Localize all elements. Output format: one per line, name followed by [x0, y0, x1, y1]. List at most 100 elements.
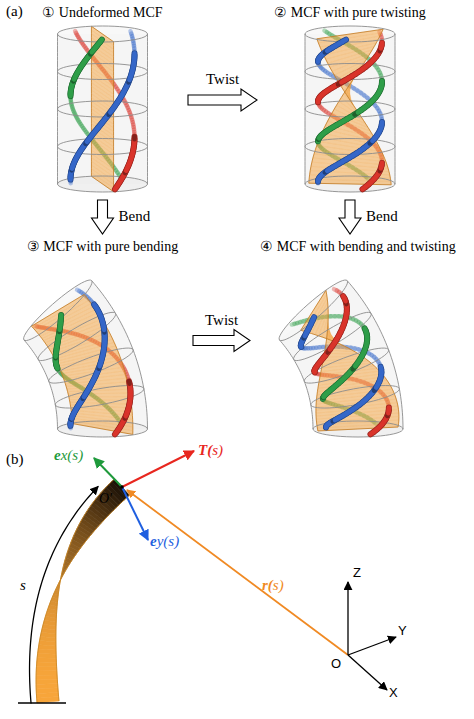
axis-label: Z [353, 566, 361, 579]
arc-length-label: s [20, 578, 26, 593]
normal-vector-y [122, 487, 148, 540]
cylinder-side [279, 340, 313, 429]
vector-label: T(s) [198, 443, 223, 458]
plane-edge [91, 26, 113, 41]
cylinder-cap [279, 280, 347, 340]
fiber-panel: ③ MCF with pure bending [20, 238, 185, 443]
ribbon-strip [57, 583, 60, 587]
ribbon-strip [49, 601, 57, 606]
ribbon-strip [37, 653, 56, 658]
ribbon-strip [84, 512, 101, 526]
fiber-cladding [343, 40, 347, 42]
ribbon-strip [36, 675, 57, 680]
fiber-core [343, 40, 347, 42]
block-arrow [188, 89, 257, 111]
panel-heading: ③ MCF with pure bending [20, 238, 185, 256]
ribbon-strip [71, 539, 83, 548]
cross-section-ring [305, 176, 395, 192]
fiber-illustration [265, 24, 435, 196]
cylinder-side [92, 281, 148, 429]
fiber-core [379, 163, 384, 166]
cylinder-cap [58, 26, 148, 42]
edge-label: Twist [206, 72, 239, 87]
ribbon-strip [37, 697, 59, 703]
fiber-cladding [379, 163, 385, 166]
block-arrow [193, 330, 250, 352]
fiber-cladding [131, 137, 137, 139]
fiber-cladding [131, 53, 137, 55]
plane-edge [318, 427, 398, 431]
fiber-core-back [77, 290, 79, 291]
fiber-cladding [379, 43, 385, 46]
fiber-core [94, 304, 95, 306]
cross-section-ring [38, 312, 116, 360]
ribbon-strip [36, 688, 58, 694]
ribbon-strip [61, 572, 64, 576]
ribbon-strip [38, 645, 56, 650]
ribbon-strip [36, 662, 56, 667]
fiber-cladding [343, 296, 344, 298]
plane-edge [301, 290, 326, 330]
ribbon-strip [74, 532, 87, 542]
cross-section-ring [58, 176, 148, 192]
ribbon-strip [39, 641, 56, 646]
edge-label: Twist [205, 313, 238, 328]
fiber-cladding [379, 122, 385, 125]
fiber-panel: ① Undeformed MCF [25, 4, 180, 196]
fiber-core-back [292, 322, 295, 327]
plane-edge [309, 29, 383, 183]
ribbon-strip [61, 576, 63, 580]
ribbon-strip [51, 597, 58, 602]
plane-edge [72, 424, 133, 435]
cylinder-side [305, 34, 306, 184]
ribbon-strip [55, 587, 59, 591]
ribbon-strip [89, 506, 106, 521]
fiber-panel: ② MCF with pure twisting [265, 4, 435, 196]
plane-edge [31, 326, 72, 423]
ribbon-strip [44, 616, 56, 622]
axis-label: Y [398, 624, 407, 637]
plane-edge [317, 39, 391, 185]
panel-heading: ④ MCF with bending and twisting [258, 238, 458, 256]
ribbon-strip [82, 515, 98, 528]
arc-length-arrow [30, 486, 99, 703]
ribbon-strip [69, 543, 80, 551]
cross-section-ring [313, 421, 403, 437]
fiber-core [380, 122, 385, 125]
ribbon-edge [56, 479, 115, 701]
ribbon-strip [62, 569, 66, 574]
panel-heading: ② MCF with pure twisting [265, 4, 435, 22]
block-arrow [339, 200, 361, 234]
plane-edge [84, 294, 133, 434]
axis-x [348, 655, 387, 690]
vector-label: ex(s) [54, 448, 83, 463]
cross-section-ring [58, 64, 148, 80]
edge-label: Bend [366, 209, 398, 224]
ribbon-strip [86, 509, 103, 523]
cross-section-ring [311, 386, 400, 409]
fiber-cladding [312, 317, 314, 321]
fiber-core [100, 40, 102, 42]
twisted-ribbon [36, 479, 129, 703]
fiber-cladding [94, 304, 95, 306]
fiber-illustration [258, 258, 458, 443]
arc-length-base [18, 702, 66, 704]
fiber-cladding [58, 315, 64, 318]
tangent-vector [122, 451, 194, 487]
ribbon-strip [79, 522, 94, 534]
ribbon-strip [77, 525, 92, 536]
reference-plane [35, 300, 91, 332]
fiber-cladding [379, 81, 385, 84]
ribbon-strip [36, 671, 57, 676]
cross-section-ring [58, 26, 148, 42]
ribbon-strip [42, 624, 56, 630]
reference-plane [304, 294, 327, 332]
reference-plane [31, 294, 86, 328]
ribbon-strip [59, 580, 61, 584]
point-label: O′ [99, 492, 112, 506]
fiber-core [380, 81, 385, 84]
fiber-illustration [20, 258, 185, 443]
ribbon-strip [45, 612, 56, 618]
